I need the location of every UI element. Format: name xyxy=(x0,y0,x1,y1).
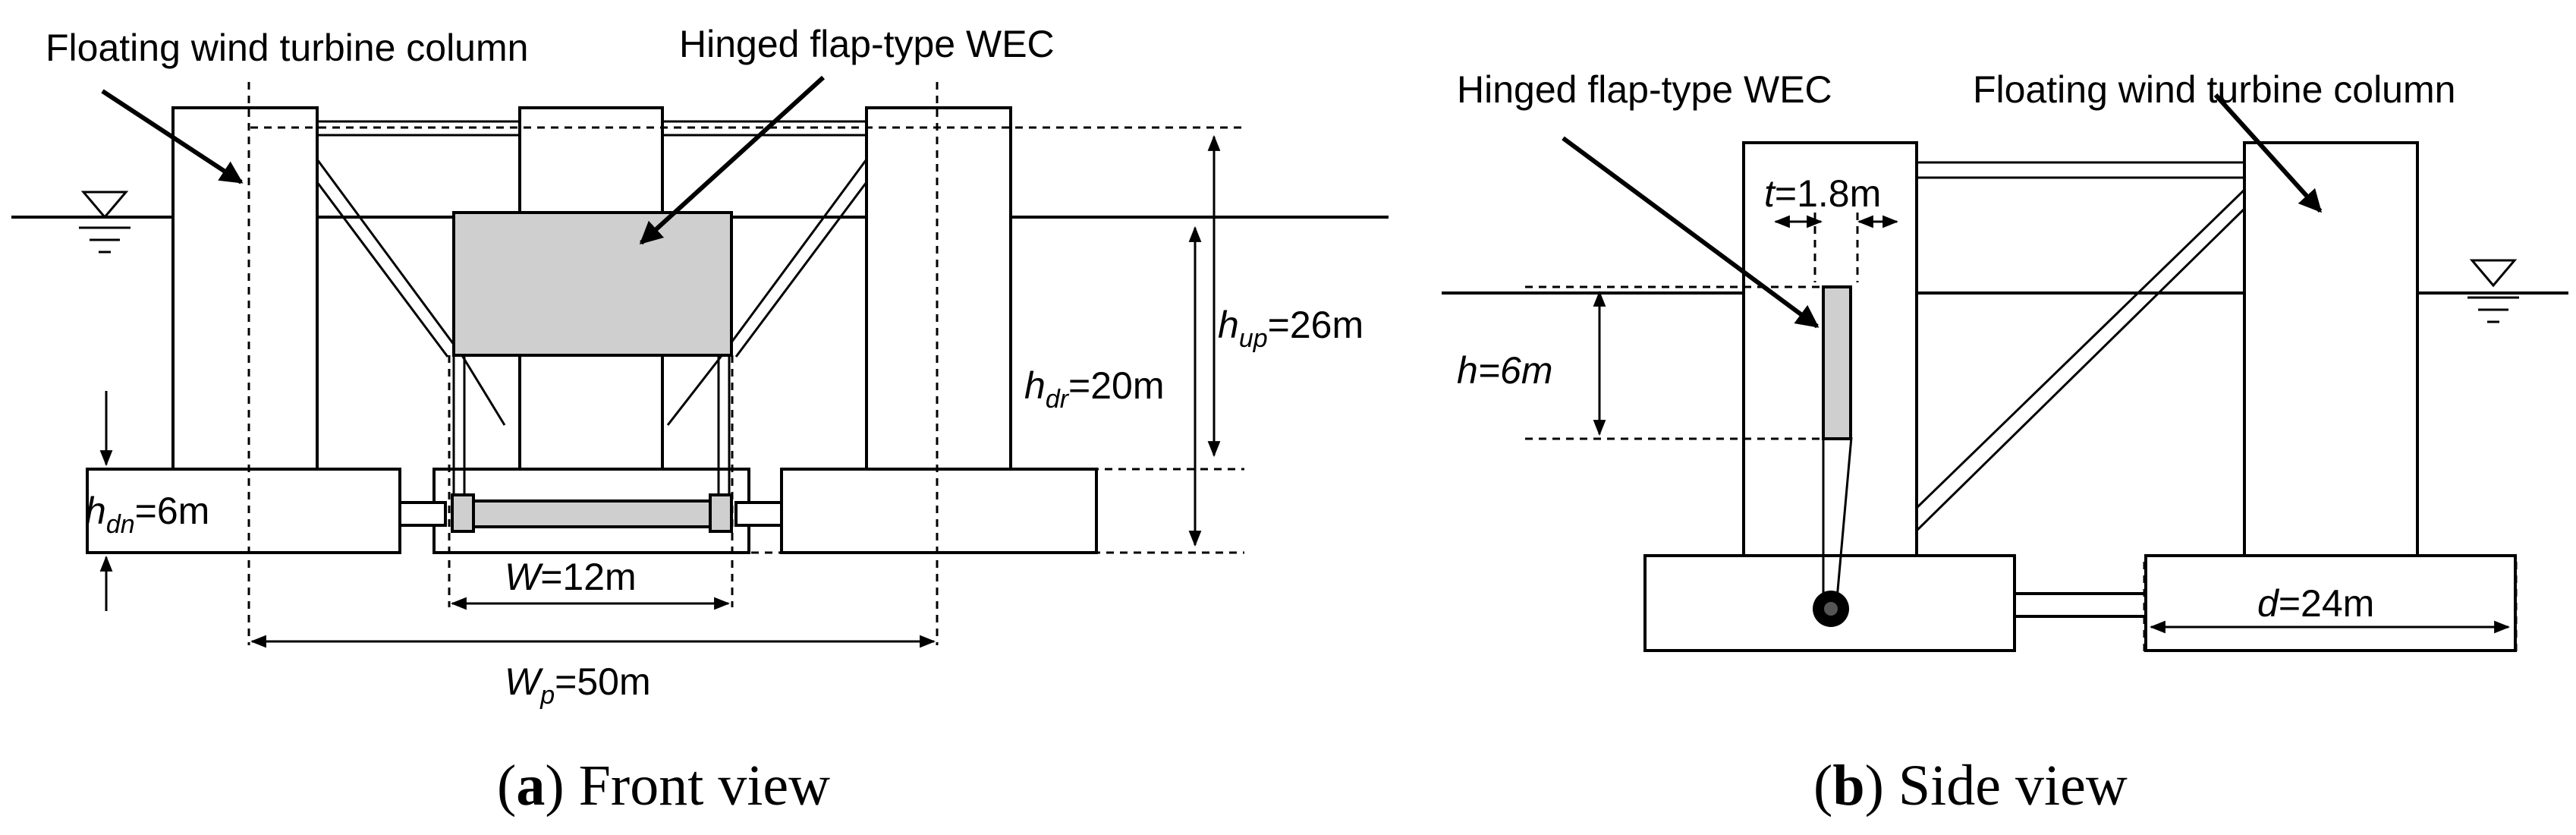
front-left-rod xyxy=(398,501,447,527)
side-right-column xyxy=(2243,141,2419,560)
front-right-pontoon xyxy=(780,468,1098,554)
side-t-label: t=1.8m xyxy=(1764,172,1881,215)
front-w-label: W=12m xyxy=(505,556,637,598)
front-hinge-left xyxy=(451,493,475,533)
side-d-label: d=24m xyxy=(2257,582,2374,625)
side-brace-a xyxy=(1914,188,2246,510)
side-brace-b xyxy=(1914,207,2246,533)
front-hdn-label: hdn=6m xyxy=(85,490,209,539)
side-connecting-rod xyxy=(2013,592,2147,618)
side-water-level-symbol xyxy=(2467,259,2519,323)
side-column-label: Floating wind turbine column xyxy=(1973,68,2455,111)
side-right-pontoon xyxy=(2144,554,2517,652)
front-wec-pointer xyxy=(639,75,826,245)
front-column-label: Floating wind turbine column xyxy=(46,27,528,69)
front-left-pontoon xyxy=(86,468,401,554)
front-hinge-right xyxy=(709,493,733,533)
front-right-rod xyxy=(734,501,783,527)
side-wec-label: Hinged flap-type WEC xyxy=(1457,68,1832,111)
front-view: Floating wind turbine column Hinged flap… xyxy=(11,23,1389,818)
front-flap-arms xyxy=(452,355,731,497)
side-view: Hinged flap-type WEC Floating wind turbi… xyxy=(1442,68,2568,818)
front-wp-label: Wp=50m xyxy=(505,660,651,710)
front-hup-label: hup=26m xyxy=(1218,304,1363,353)
side-dashed-guides xyxy=(1525,213,2518,653)
front-hinge-shaft xyxy=(454,499,730,528)
front-column-pointer xyxy=(101,89,244,184)
front-diagonal-braces xyxy=(316,159,868,426)
front-water-level-symbol xyxy=(79,191,131,254)
side-flap-arm-right xyxy=(1835,436,1853,608)
side-wec-flap xyxy=(1822,285,1852,440)
front-left-column xyxy=(171,106,319,472)
front-dashed-guides xyxy=(247,82,1244,645)
front-caption: (a) Front view xyxy=(497,754,830,818)
front-wec-flap xyxy=(452,211,733,357)
side-h-label: h=6m xyxy=(1457,349,1552,392)
side-caption: (b) Side view xyxy=(1813,754,2128,818)
front-right-column xyxy=(865,106,1012,472)
side-hinge-pin xyxy=(1824,602,1838,616)
side-wec-pointer xyxy=(1562,136,1820,329)
side-column-pointer xyxy=(2213,93,2323,213)
front-hdr-label: hdr=20m xyxy=(1024,364,1165,414)
front-wec-label: Hinged flap-type WEC xyxy=(679,23,1055,65)
